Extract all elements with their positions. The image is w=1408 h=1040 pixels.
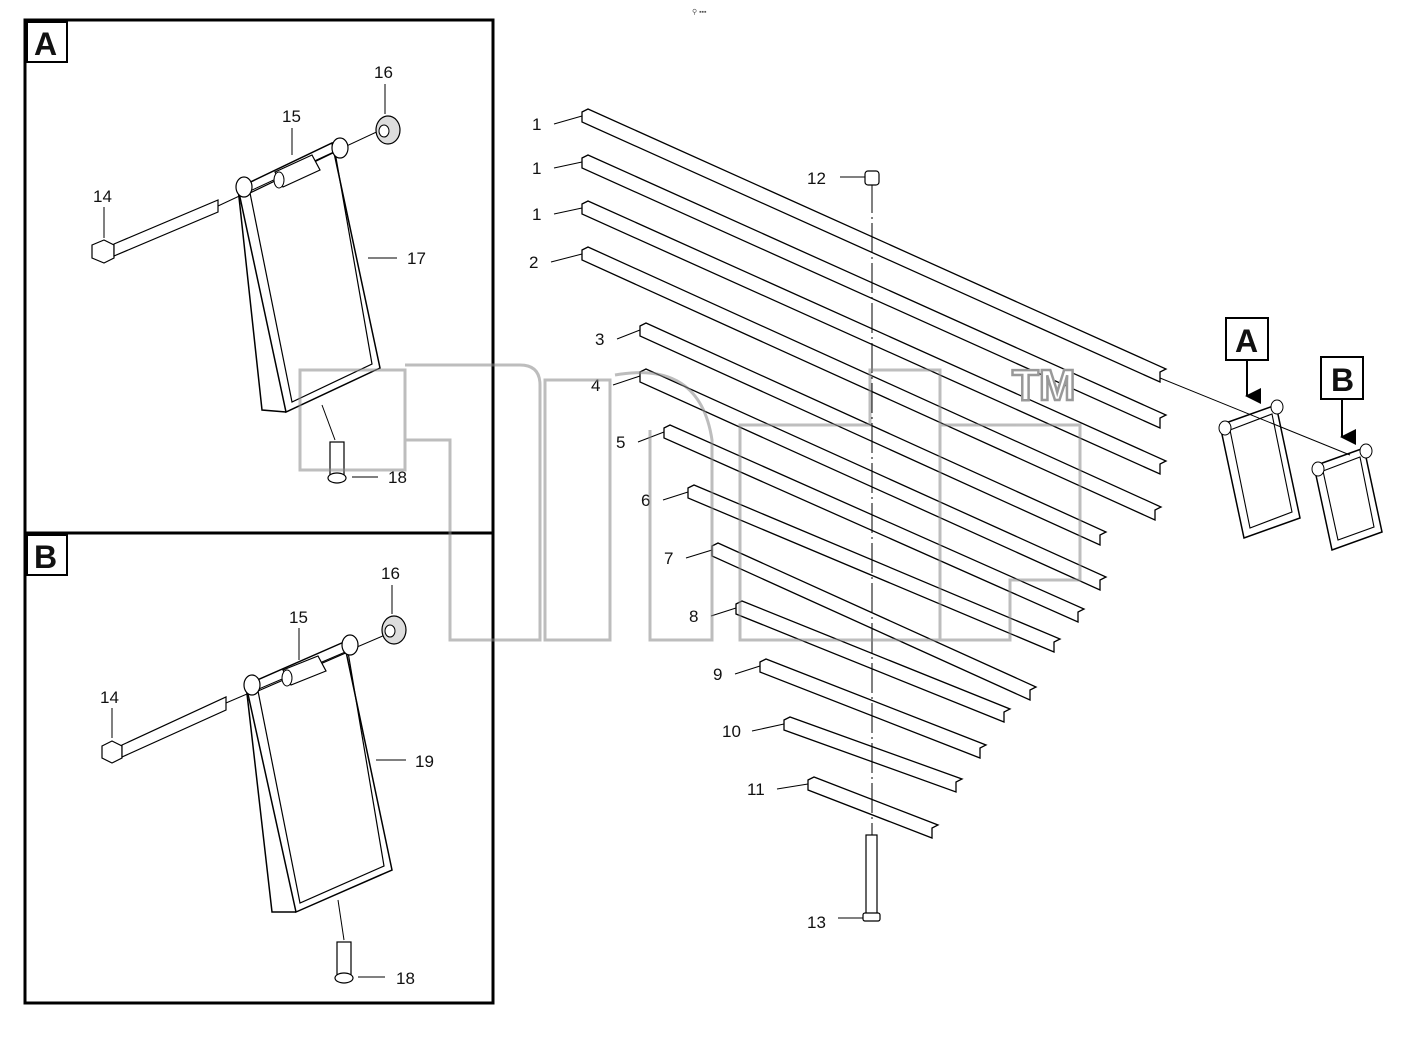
shackle-icon [243,634,393,914]
spring-leaf [639,322,1108,547]
leaf-label-2: 1 [532,159,541,178]
leader-line [734,665,761,675]
spacer-tube-icon [273,154,321,189]
pin-icon [327,441,347,484]
label-16: 16 [374,63,393,82]
leaf-label-1: 1 [532,115,541,134]
leader-line [751,723,785,732]
spring-leaf [759,658,988,759]
label-18: 18 [396,969,415,988]
leaf-label-7: 5 [616,433,625,452]
leaf-label-11: 9 [713,665,722,684]
leaf-label-12: 10 [722,722,741,741]
leaf-label-5: 3 [595,330,604,349]
inset-a-label: A [34,26,57,62]
label-19: 19 [415,752,434,771]
label-13: 13 [807,913,826,932]
leader-line [662,491,689,501]
spacer-tube-icon [281,655,327,687]
bolt-icon [91,199,219,264]
label-17: 17 [407,249,426,268]
leader-line [612,375,641,386]
label-15: 15 [282,107,301,126]
bolt-icon [101,696,227,764]
nut-icon [375,115,401,145]
leader-line [685,549,713,559]
leaf-label-6: 4 [591,376,600,395]
spring-leaf [663,424,1086,624]
leader-line [553,115,583,125]
label-16: 16 [381,564,400,583]
leader-line [553,161,583,169]
watermark [298,363,1082,642]
inset-a: A 14 [23,18,495,535]
center-nut-icon [864,170,880,186]
center-bolt-icon [862,834,881,922]
nut-icon [381,615,407,645]
header-mark: ⚲ ▪▪▪ [692,8,707,16]
spring-leaf [581,108,1168,384]
leader-line [710,607,737,617]
inset-b-label: B [34,539,57,575]
spring-leaf [807,776,940,839]
callout-b-label: B [1331,362,1354,398]
callout-a: A [1225,317,1269,404]
label-12: 12 [807,169,826,188]
label-14: 14 [100,688,119,707]
watermark-tm: TM [1012,361,1076,410]
leaf-label-4: 2 [529,253,538,272]
shackle-b-icon [1311,443,1383,551]
pin-icon [334,941,354,984]
label-18: 18 [388,468,407,487]
spring-leaf [687,484,1062,653]
label-14: 14 [93,187,112,206]
leader-line [776,783,809,790]
leader-line [616,329,641,340]
label-15: 15 [289,608,308,627]
spring-leaf [735,600,1012,723]
leaf-label-10: 8 [689,607,698,626]
spring-leaf [783,716,964,793]
leaf-label-8: 6 [641,491,650,510]
leaf-label-13: 11 [747,780,765,799]
inset-b: B 14 15 16 [23,531,495,1005]
spring-leaf [581,154,1168,430]
callout-b: B [1320,356,1364,445]
shackle-a-icon [1218,399,1301,539]
leader-line [550,253,583,263]
callout-a-label: A [1235,323,1258,359]
leaf-label-9: 7 [664,549,673,568]
spring-leaf [581,200,1168,476]
leaf-label-3: 1 [532,205,541,224]
leader-line [553,207,583,215]
